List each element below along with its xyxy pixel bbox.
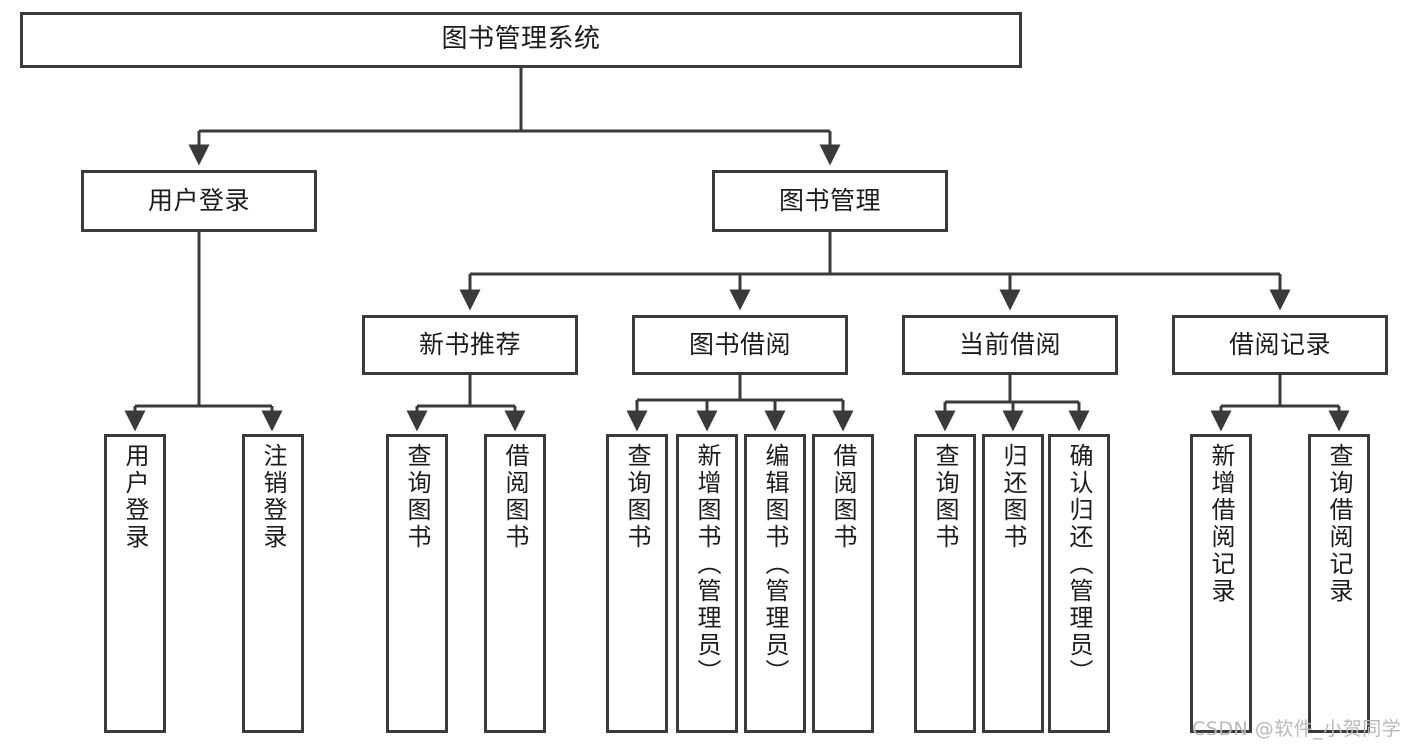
node-label: 查询图书: [931, 443, 959, 551]
node-leaf-query-book-current[interactable]: 查询图书: [914, 434, 976, 733]
node-label: 编辑图书（管理员）: [761, 443, 789, 686]
node-leaf-query-borrow-record[interactable]: 查询借阅记录: [1308, 434, 1370, 733]
node-user-login[interactable]: 用户登录: [81, 170, 317, 232]
node-borrow-record[interactable]: 借阅记录: [1172, 315, 1388, 375]
node-label: 借阅图书: [829, 443, 857, 551]
node-leaf-query-book-new[interactable]: 查询图书: [386, 434, 448, 733]
node-label: 新书推荐: [418, 330, 521, 359]
node-leaf-add-book-admin[interactable]: 新增图书（管理员）: [676, 434, 738, 733]
node-label: 借阅记录: [1228, 330, 1331, 359]
node-leaf-borrow-book-new[interactable]: 借阅图书: [484, 434, 546, 733]
node-label: 确认归还（管理员）: [1065, 443, 1093, 686]
node-leaf-add-borrow-record[interactable]: 新增借阅记录: [1190, 434, 1252, 733]
node-leaf-edit-book-admin[interactable]: 编辑图书（管理员）: [744, 434, 806, 733]
node-leaf-confirm-return[interactable]: 确认归还（管理员）: [1048, 434, 1110, 733]
node-label: 查询图书: [403, 443, 431, 551]
node-label: 图书管理: [778, 186, 881, 215]
node-leaf-user-login[interactable]: 用户登录: [104, 434, 166, 733]
node-label: 新增图书（管理员）: [693, 443, 721, 686]
node-label: 借阅图书: [501, 443, 529, 551]
node-label: 新增借阅记录: [1207, 443, 1235, 605]
node-label: 注销登录: [259, 443, 287, 551]
node-label: 图书管理系统: [441, 24, 601, 55]
node-leaf-return-book[interactable]: 归还图书: [982, 434, 1044, 733]
node-leaf-query-book-borrow[interactable]: 查询图书: [606, 434, 668, 733]
node-root-system[interactable]: 图书管理系统: [20, 12, 1022, 68]
node-book-borrow[interactable]: 图书借阅: [632, 315, 848, 375]
node-leaf-borrow-book[interactable]: 借阅图书: [812, 434, 874, 733]
node-label: 查询借阅记录: [1325, 443, 1353, 605]
node-new-book-recommend[interactable]: 新书推荐: [362, 315, 578, 375]
node-label: 用户登录: [147, 186, 250, 215]
node-current-borrow[interactable]: 当前借阅: [902, 315, 1118, 375]
node-book-manage[interactable]: 图书管理: [712, 170, 948, 232]
node-label: 当前借阅: [958, 330, 1061, 359]
node-label: 用户登录: [121, 443, 149, 551]
node-label: 图书借阅: [688, 330, 791, 359]
node-leaf-logout-login[interactable]: 注销登录: [242, 434, 304, 733]
node-label: 查询图书: [623, 443, 651, 551]
node-label: 归还图书: [999, 443, 1027, 551]
